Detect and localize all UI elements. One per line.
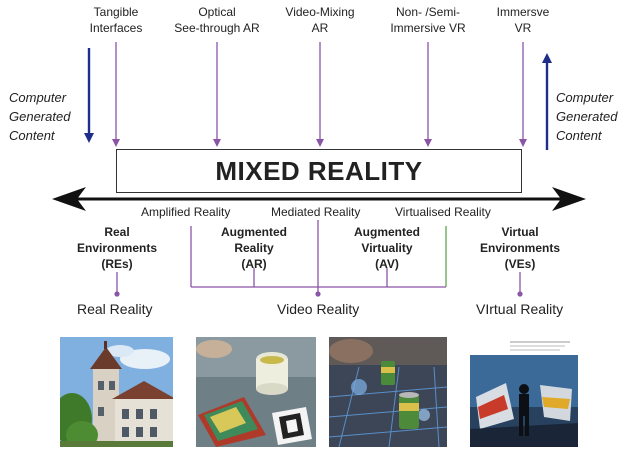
label-virtual-environments: Virtual Environments (VEs) — [479, 225, 560, 271]
photo-real-environment — [60, 337, 173, 447]
label-real-environments: Real Environments (REs) — [76, 225, 157, 271]
video-reality-dot — [315, 291, 321, 297]
label-augmented-virtuality: Augmented Virtuality (AV) — [354, 225, 420, 271]
axis-arrowhead-right — [552, 187, 586, 211]
computer-generated-content-left: Computer Generated Content — [9, 90, 71, 143]
label-virtual-reality: VIrtual Reality — [476, 301, 564, 317]
photo-augmented-virtuality — [329, 337, 447, 447]
label-immersive-vr: Immersve VR — [496, 5, 550, 35]
mixed-reality-title: MIXED REALITY — [215, 155, 423, 186]
axis-arrowhead-left — [52, 187, 86, 211]
label-mediated-reality: Mediated Reality — [271, 205, 361, 219]
label-real-reality: Real Reality — [77, 301, 153, 317]
photo-augmented-reality — [196, 337, 316, 447]
mixed-reality-box: MIXED REALITY — [116, 149, 522, 193]
label-video-mixing-ar: Video-Mixing AR — [285, 5, 355, 35]
label-tangible-interfaces: Tangible Interfaces — [89, 5, 143, 35]
label-amplified-reality: Amplified Reality — [141, 205, 231, 219]
computer-generated-content-right: Computer Generated Content — [556, 90, 618, 143]
label-semi-immersive-vr: Non- /Semi- Immersive VR — [390, 5, 466, 35]
label-virtualised-reality: Virtualised Reality — [395, 205, 491, 219]
label-augmented-reality: Augmented Reality (AR) — [221, 225, 287, 271]
label-video-reality: Video Reality — [277, 301, 360, 317]
virtual-reality-dot — [517, 291, 523, 297]
label-optical-see-through-ar: Optical See-through AR — [174, 5, 260, 35]
real-reality-dot — [114, 291, 120, 297]
photo-virtual-environment — [470, 337, 578, 447]
